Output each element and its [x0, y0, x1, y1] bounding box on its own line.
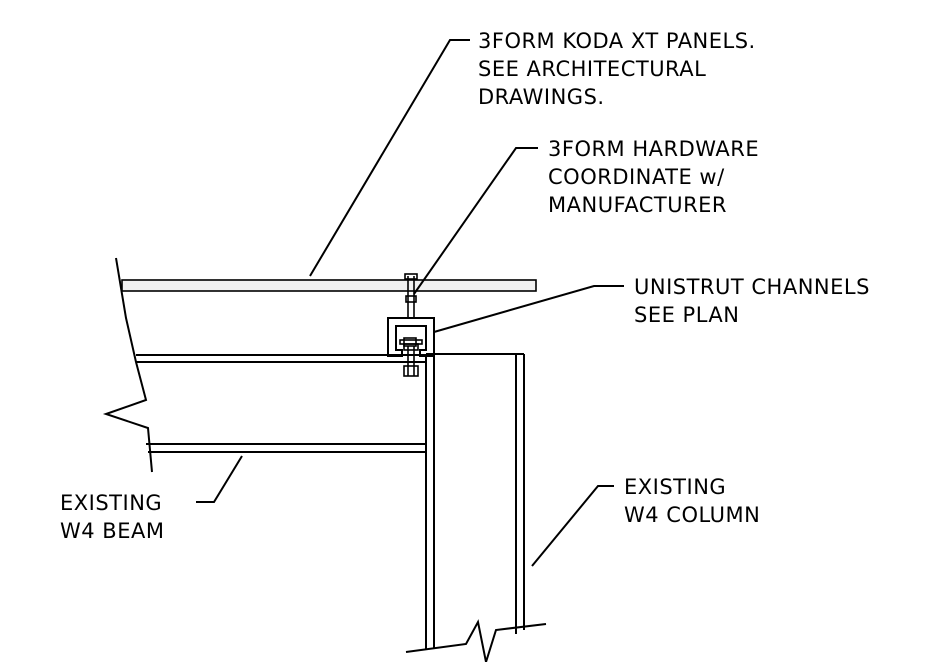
leader-column [531, 485, 614, 567]
svg-text:3FORM HARDWARE: 3FORM HARDWARE [548, 137, 759, 161]
w4-column [405, 353, 547, 662]
svg-text:COORDINATE w/: COORDINATE w/ [548, 165, 725, 189]
svg-text:DRAWINGS.: DRAWINGS. [478, 85, 605, 109]
svg-text:3FORM KODA XT PANELS.: 3FORM KODA XT PANELS. [478, 29, 756, 53]
unistrut-channel [387, 317, 435, 357]
label-hardware: 3FORM HARDWARE COORDINATE w/ MANUFACTURE… [548, 137, 759, 217]
w4-beam [136, 354, 426, 453]
svg-text:SEE ARCHITECTURAL: SEE ARCHITECTURAL [478, 57, 706, 81]
svg-text:EXISTING: EXISTING [60, 491, 162, 515]
svg-text:SEE PLAN: SEE PLAN [634, 303, 739, 327]
leader-beam [196, 455, 243, 503]
svg-text:MANUFACTURER: MANUFACTURER [548, 193, 727, 217]
leaders [196, 39, 624, 567]
svg-text:W4 COLUMN: W4 COLUMN [624, 503, 760, 527]
label-beam: EXISTING W4 BEAM [60, 491, 164, 543]
svg-text:EXISTING: EXISTING [624, 475, 726, 499]
leader-unistrut [433, 285, 624, 333]
hardware-bolt [403, 273, 419, 377]
svg-text:UNISTRUT CHANNELS: UNISTRUT CHANNELS [634, 275, 870, 299]
koda-xt-panel [121, 279, 537, 292]
label-unistrut: UNISTRUT CHANNELS SEE PLAN [634, 275, 870, 327]
leader-hardware [413, 147, 538, 295]
svg-text:W4 BEAM: W4 BEAM [60, 519, 164, 543]
label-column: EXISTING W4 COLUMN [624, 475, 760, 527]
label-panels: 3FORM KODA XT PANELS. SEE ARCHITECTURAL … [478, 29, 756, 109]
leader-panels [309, 39, 470, 277]
left-break-edge [102, 257, 153, 473]
